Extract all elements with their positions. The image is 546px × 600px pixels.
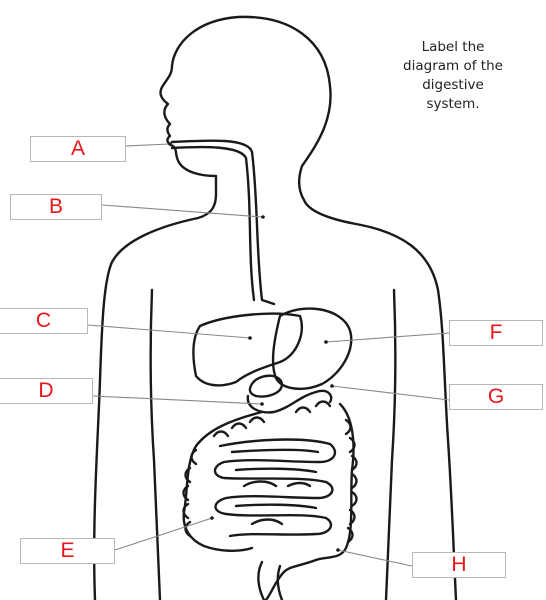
label-box-h[interactable]: H <box>412 552 506 578</box>
leader-line-c <box>87 324 251 339</box>
leader-dot-f <box>324 340 328 344</box>
oesophagus <box>170 139 276 306</box>
leader-line-a <box>125 143 171 147</box>
leader-line-e <box>114 517 213 551</box>
label-box-b[interactable]: B <box>10 194 102 220</box>
leader-dot-h <box>336 548 340 552</box>
rectum <box>257 560 284 600</box>
instruction-text: Label the diagram of the digestive syste… <box>378 38 528 114</box>
body-outline <box>92 15 458 600</box>
gall-bladder <box>248 374 284 398</box>
leader-dots <box>168 142 340 552</box>
instruction-line-1: Label the <box>421 39 485 55</box>
leader-dot-e <box>210 516 214 520</box>
stomach <box>271 307 353 390</box>
right-inner-arm <box>384 288 397 600</box>
label-box-c[interactable]: C <box>0 308 88 334</box>
leader-line-g <box>331 385 450 401</box>
leader-dot-g <box>330 384 334 388</box>
leader-line-f <box>325 332 450 343</box>
label-box-e[interactable]: E <box>20 538 115 564</box>
label-box-f[interactable]: F <box>449 320 543 346</box>
label-box-d[interactable]: D <box>0 378 93 404</box>
leader-dot-d <box>260 402 264 406</box>
label-box-a[interactable]: A <box>30 136 126 162</box>
liver <box>192 312 303 387</box>
leader-lines <box>87 143 450 567</box>
instruction-line-4: system. <box>426 96 480 112</box>
leader-dot-a <box>168 142 172 146</box>
left-inner-arm <box>149 288 162 600</box>
leader-line-d <box>92 395 263 405</box>
leader-dot-b <box>261 215 265 219</box>
leader-dot-c <box>248 336 252 340</box>
leader-line-b <box>101 204 264 218</box>
label-box-g[interactable]: G <box>449 384 543 410</box>
leader-line-h <box>337 549 413 567</box>
instruction-line-3: digestive <box>422 77 484 93</box>
small-intestine <box>213 438 337 538</box>
duodenum <box>246 389 333 414</box>
oesophagus-inner <box>170 145 256 302</box>
instruction-line-2: diagram of the <box>403 58 503 74</box>
